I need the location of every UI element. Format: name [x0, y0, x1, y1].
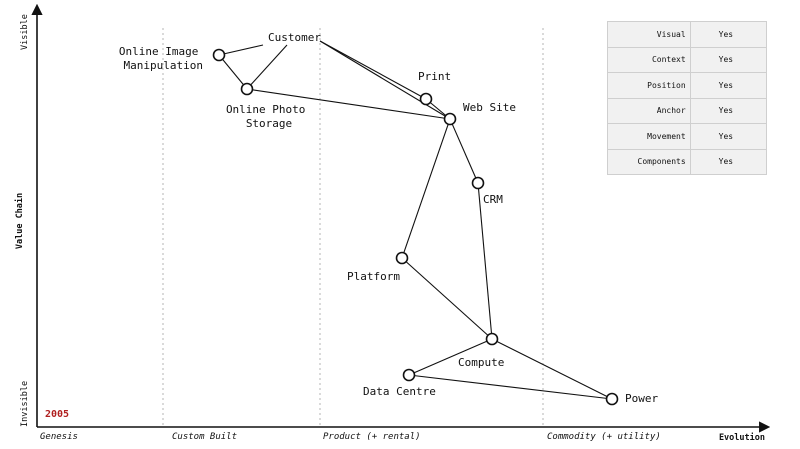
node-data-centre[interactable]	[402, 368, 416, 382]
link-storage-website	[246, 88, 451, 120]
label-web-site: Web Site	[463, 101, 516, 114]
criteria-key: Context	[607, 46, 691, 73]
criteria-row: Movement Yes	[607, 123, 768, 150]
link-customer-website	[319, 40, 451, 120]
y-axis-bottom-label: Invisible	[20, 381, 30, 427]
stage-label-product: Product (+ rental)	[323, 432, 421, 442]
criteria-key: Visual	[607, 21, 691, 48]
dependency-links	[218, 40, 613, 400]
criteria-row: Anchor Yes	[607, 97, 768, 124]
criteria-value: Yes	[689, 97, 768, 124]
link-compute-power	[491, 338, 613, 400]
label-online-image-line1: Online Image	[119, 45, 198, 58]
label-online-image-line2: Manipulation	[124, 59, 203, 72]
node-platform[interactable]	[395, 251, 409, 265]
link-website-platform	[401, 118, 451, 259]
criteria-row: Visual Yes	[607, 21, 768, 48]
link-customer-print	[319, 40, 427, 100]
y-axis-title: Value Chain	[14, 193, 25, 249]
link-compute-datacentre	[408, 338, 493, 376]
stage-label-commodity: Commodity (+ utility)	[547, 432, 661, 442]
node-print[interactable]	[419, 92, 433, 106]
criteria-row: Components Yes	[607, 148, 768, 175]
criteria-value: Yes	[689, 72, 768, 99]
label-online-photo-line1: Online Photo	[226, 103, 305, 116]
node-power[interactable]	[605, 392, 619, 406]
x-axis-title: Evolution	[719, 432, 765, 443]
criteria-table: Visual Yes Context Yes Position Yes Anch…	[607, 21, 768, 175]
label-print: Print	[418, 70, 451, 83]
criteria-key: Anchor	[607, 97, 691, 124]
criteria-key: Position	[607, 72, 691, 99]
link-customer-storage	[246, 44, 288, 90]
node-web-site[interactable]	[443, 112, 457, 126]
criteria-value: Yes	[689, 21, 768, 48]
label-compute: Compute	[458, 356, 504, 369]
criteria-key: Components	[607, 148, 691, 175]
label-data-centre: Data Centre	[363, 385, 436, 398]
criteria-value: Yes	[689, 46, 768, 73]
stage-label-custom-built: Custom Built	[172, 432, 237, 442]
criteria-row: Position Yes	[607, 72, 768, 99]
link-website-crm	[449, 118, 479, 184]
components	[212, 48, 619, 406]
y-axis-top-label: Visible	[20, 14, 30, 50]
node-online-photo-storage[interactable]	[240, 82, 254, 96]
map-year: 2005	[45, 409, 69, 420]
label-crm: CRM	[483, 193, 503, 206]
label-online-photo-line2: Storage	[246, 117, 292, 130]
node-crm[interactable]	[471, 176, 485, 190]
node-online-image-manipulation[interactable]	[212, 48, 226, 62]
link-datacentre-power	[408, 374, 613, 400]
link-crm-compute	[477, 182, 493, 340]
stage-label-genesis: Genesis	[40, 432, 78, 442]
criteria-key: Movement	[607, 123, 691, 150]
link-customer-image	[218, 44, 264, 56]
link-image-storage	[218, 54, 248, 90]
node-compute[interactable]	[485, 332, 499, 346]
link-platform-compute	[401, 257, 493, 340]
criteria-value: Yes	[689, 123, 768, 150]
label-power: Power	[625, 392, 658, 405]
label-platform: Platform	[347, 270, 400, 283]
label-customer: Customer	[268, 31, 321, 44]
criteria-value: Yes	[689, 148, 768, 175]
label-online-image-manipulation: Online Image Manipulation	[119, 45, 205, 72]
label-online-photo-storage: Online Photo Storage	[226, 103, 312, 130]
criteria-row: Context Yes	[607, 46, 768, 73]
